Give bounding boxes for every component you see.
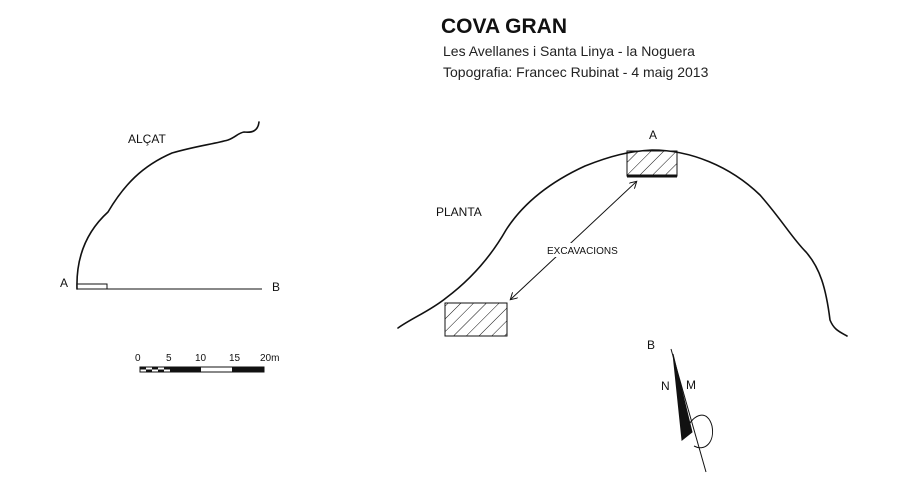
scale-seg-6 xyxy=(170,367,201,372)
scale-seg-3 xyxy=(152,367,158,370)
north-arrow-b-label: B xyxy=(647,338,655,352)
north-arrow-m-label: M xyxy=(686,378,696,392)
scale-seg-5 xyxy=(164,367,170,370)
scale-tick-10: 10 xyxy=(195,353,207,364)
survey-credit: Topografia: Francec Rubinat - 4 maig 201… xyxy=(443,64,709,80)
excavation-north xyxy=(626,150,678,177)
scale-seg-4 xyxy=(158,369,164,372)
plan-label: PLANTA xyxy=(436,205,482,219)
north-arrow: B N M xyxy=(647,338,714,473)
scale-tick-0: 0 xyxy=(135,353,141,364)
north-arrow-n-label: N xyxy=(661,379,670,393)
elevation-excavation-box xyxy=(76,283,108,290)
survey-title: COVA GRAN xyxy=(441,15,567,38)
scale-bar: 0 5 10 15 20m xyxy=(135,353,279,373)
excavation-label: EXCAVACIONS xyxy=(547,246,618,257)
elevation-section: ALÇAT A B xyxy=(60,121,280,294)
scale-seg-2 xyxy=(146,369,152,372)
excavation-south xyxy=(444,302,508,337)
plan-outline xyxy=(397,149,848,337)
elevation-point-a: A xyxy=(60,276,68,290)
scale-tick-20m: 20m xyxy=(260,353,279,364)
elevation-profile-outline xyxy=(76,121,260,290)
scale-tick-15: 15 xyxy=(229,353,241,364)
elevation-label: ALÇAT xyxy=(128,132,166,146)
plan-section: PLANTA A EXCAVACIONS xyxy=(397,128,848,337)
scale-seg-1 xyxy=(140,367,146,370)
survey-location: Les Avellanes i Santa Linya - la Noguera xyxy=(443,43,695,59)
elevation-point-b: B xyxy=(272,280,280,294)
plan-point-a: A xyxy=(649,128,657,142)
scale-tick-5: 5 xyxy=(166,353,172,364)
excavation-arrow xyxy=(511,182,636,299)
north-arrow-loop xyxy=(685,414,714,449)
scale-seg-7 xyxy=(232,367,264,372)
excavation-label-bg xyxy=(543,243,625,257)
north-arrow-needle xyxy=(672,353,693,441)
